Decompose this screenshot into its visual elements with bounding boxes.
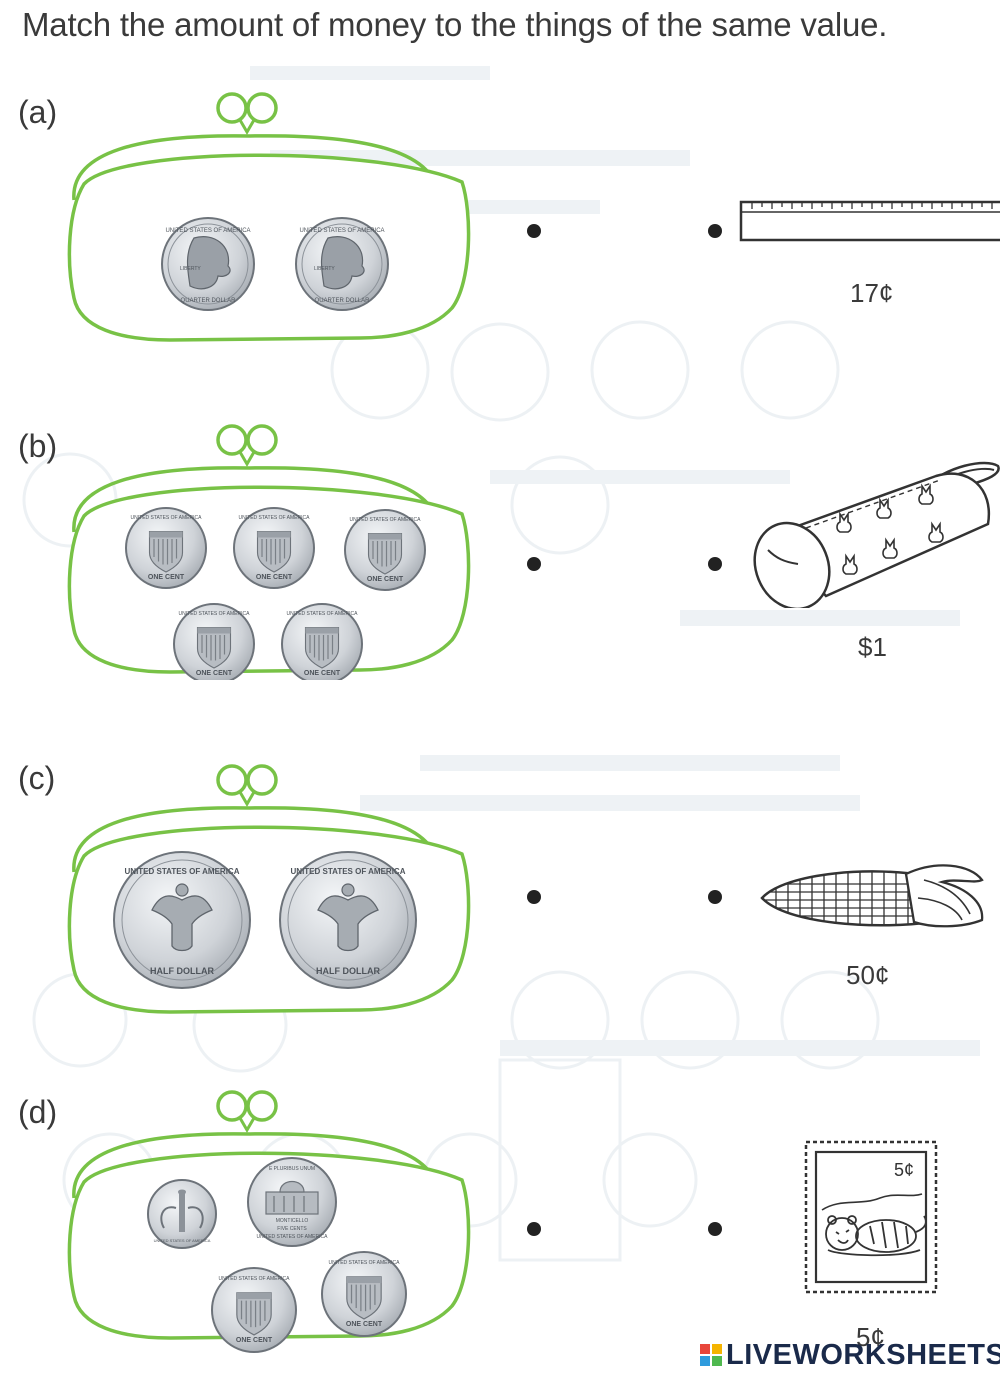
quarter-top-text: UNITED STATES OF AMERICA [299, 228, 384, 234]
half-dollar-top-text: UNITED STATES OF AMERICA [291, 867, 406, 876]
penny-coin: UNITED STATES OF AMERICA ONE CENT [281, 603, 363, 680]
liveworksheets-logo: LIVEWORKSHEETS [700, 1338, 1000, 1372]
purse-c: UNITED STATES OF AMERICA HALF DOLLAR UNI… [67, 764, 471, 1014]
liveworksheets-logo-icon [700, 1344, 722, 1367]
half-dollar-coin: UNITED STATES OF AMERICA HALF DOLLAR [113, 851, 251, 989]
quarter-liberty-text: LIBERTY [314, 266, 335, 272]
corn-price: 50¢ [846, 960, 890, 990]
quarter-liberty-text: LIBERTY [180, 266, 201, 272]
liveworksheets-wordmark: LIVEWORKSHEETS [726, 1338, 1000, 1371]
nickel-motto-text: E PLURIBUS UNUM [269, 1166, 315, 1172]
half-dollar-top-text: UNITED STATES OF AMERICA [125, 867, 240, 876]
nickel-value-text: FIVE CENTS [277, 1226, 307, 1232]
penny-coin: UNITED STATES OF AMERICA ONE CENT [125, 507, 207, 589]
ruler-price: 17¢ [850, 278, 894, 308]
match-dot-left-a[interactable] [527, 224, 541, 238]
match-dot-left-c[interactable] [527, 890, 541, 904]
penny-coin: UNITED STATES OF AMERICA ONE CENT [211, 1267, 297, 1353]
penny-value-text: ONE CENT [148, 574, 185, 581]
penny-top-text: UNITED STATES OF AMERICA [350, 517, 422, 523]
quarter-top-text: UNITED STATES OF AMERICA [165, 228, 250, 234]
section-label-a: (a) [18, 94, 58, 130]
penny-top-text: UNITED STATES OF AMERICA [179, 611, 251, 617]
penny-coin: UNITED STATES OF AMERICA ONE CENT [321, 1251, 407, 1337]
match-dot-right-b[interactable] [708, 557, 722, 571]
corn-picture [760, 864, 984, 928]
penny-top-text: UNITED STATES OF AMERICA [287, 611, 359, 617]
stamp-price: 5¢ [856, 1322, 885, 1352]
match-dot-right-c[interactable] [708, 890, 722, 904]
penny-top-text: UNITED STATES OF AMERICA [131, 515, 203, 521]
penny-value-text: ONE CENT [367, 576, 404, 583]
penny-value-text: ONE CENT [196, 670, 233, 677]
instruction-heading: Match the amount of money to the things … [22, 6, 888, 43]
nickel-bottom-text: UNITED STATES OF AMERICA [257, 1234, 329, 1240]
dime-coin: UNITED STATES OF AMERICA [147, 1179, 217, 1249]
pencil-case-picture [753, 461, 1000, 608]
penny-value-text: ONE CENT [256, 574, 293, 581]
quarter-coin: UNITED STATES OF AMERICA LIBERTY QUARTER… [161, 217, 255, 311]
stamp-picture: 5¢ [804, 1140, 938, 1294]
nickel-coin: E PLURIBUS UNUM MONTICELLO FIVE CENTS UN… [247, 1157, 337, 1247]
section-label-c: (c) [18, 760, 56, 796]
penny-coin: UNITED STATES OF AMERICA ONE CENT [344, 509, 426, 591]
penny-value-text: ONE CENT [346, 1321, 383, 1328]
match-dot-left-b[interactable] [527, 557, 541, 571]
match-dot-right-a[interactable] [708, 224, 722, 238]
half-dollar-coin: UNITED STATES OF AMERICA HALF DOLLAR [279, 851, 417, 989]
section-label-d: (d) [18, 1094, 58, 1130]
pencil-case-price: $1 [858, 632, 887, 662]
penny-top-text: UNITED STATES OF AMERICA [329, 1260, 401, 1266]
penny-top-text: UNITED STATES OF AMERICA [239, 515, 311, 521]
ruler-picture [739, 200, 1000, 242]
quarter-bottom-text: QUARTER DOLLAR [181, 298, 237, 304]
nickel-building-text: MONTICELLO [276, 1218, 309, 1224]
quarter-bottom-text: QUARTER DOLLAR [315, 298, 371, 304]
half-dollar-bottom-text: HALF DOLLAR [150, 966, 214, 976]
dime-text: UNITED STATES OF AMERICA [154, 1238, 211, 1243]
penny-top-text: UNITED STATES OF AMERICA [219, 1276, 291, 1282]
penny-value-text: ONE CENT [304, 670, 341, 677]
section-label-b: (b) [18, 428, 58, 464]
penny-coin: UNITED STATES OF AMERICA ONE CENT [173, 603, 255, 680]
half-dollar-bottom-text: HALF DOLLAR [316, 966, 380, 976]
purse-b: UNITED STATES OF AMERICA ONE CENT UNITED… [67, 424, 471, 680]
penny-value-text: ONE CENT [236, 1337, 273, 1344]
match-dot-left-d[interactable] [527, 1222, 541, 1236]
match-dot-right-d[interactable] [708, 1222, 722, 1236]
quarter-coin: UNITED STATES OF AMERICA LIBERTY QUARTER… [295, 217, 389, 311]
stamp-value-text: 5¢ [894, 1160, 914, 1180]
purse-d: UNITED STATES OF AMERICA E PLURIBUS UNUM… [67, 1090, 471, 1353]
purse-a: UNITED STATES OF AMERICA LIBERTY QUARTER… [67, 92, 471, 342]
penny-coin: UNITED STATES OF AMERICA ONE CENT [233, 507, 315, 589]
